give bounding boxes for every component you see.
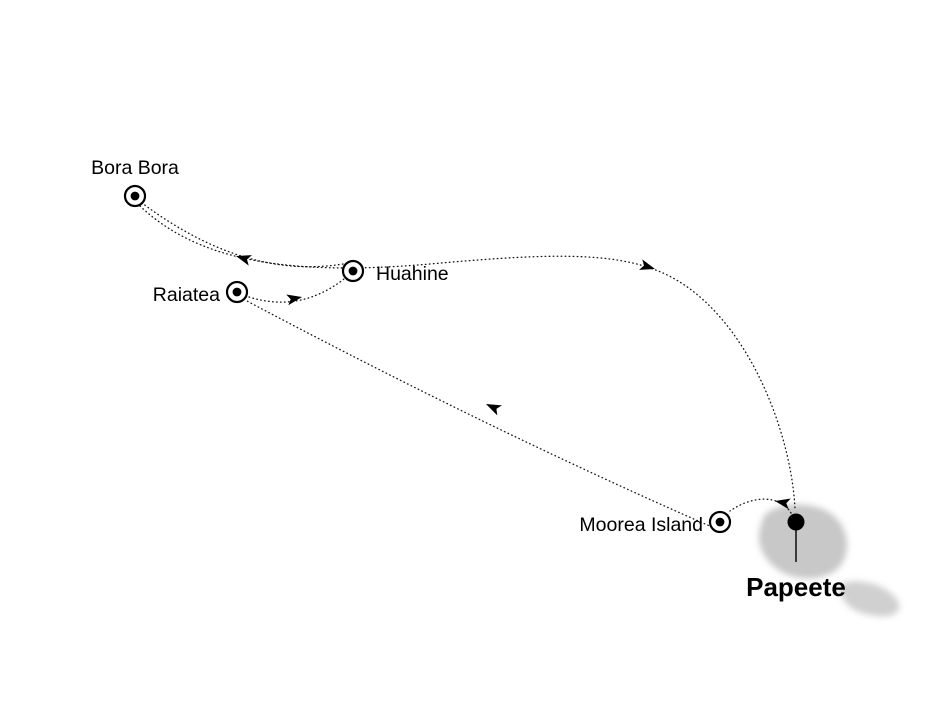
port-marker-raiatea — [225, 280, 249, 304]
route-leg-moorea-to-raiatea — [246, 300, 713, 528]
island-landmass-group — [758, 504, 900, 617]
direction-arrow-huahine-to-borabora — [236, 255, 252, 266]
port-label-bora-bora: Bora Bora — [91, 157, 179, 179]
port-marker-moorea-island — [708, 510, 732, 534]
island-landmass-main — [758, 504, 848, 579]
route-leg-papeete-to-moorea — [729, 498, 792, 514]
port-label-papeete: Papeete — [746, 572, 846, 602]
route-path-group — [139, 202, 796, 528]
port-marker-group — [123, 184, 805, 562]
route-arrow-group — [236, 255, 791, 510]
port-marker-bora-bora — [123, 184, 147, 208]
direction-arrow-moorea-to-raiatea — [486, 404, 502, 416]
port-label-raiatea: Raiatea — [153, 284, 220, 306]
direction-arrow-raiatea-to-huahine — [286, 294, 302, 306]
port-label-moorea-island: Moorea Island — [579, 514, 703, 536]
port-label-huahine: Huahine — [376, 263, 449, 285]
direction-arrow-borabora-to-papeete — [639, 259, 655, 270]
port-label-group: Bora Bora Huahine Raiatea Moorea Island … — [91, 157, 846, 602]
direction-arrow-papeete-to-moorea — [775, 498, 791, 510]
island-landmass-peninsula — [839, 581, 900, 617]
port-marker-papeete — [787, 513, 805, 562]
port-marker-huahine — [341, 259, 365, 283]
route-leg-borabora-to-papeete — [139, 205, 796, 509]
